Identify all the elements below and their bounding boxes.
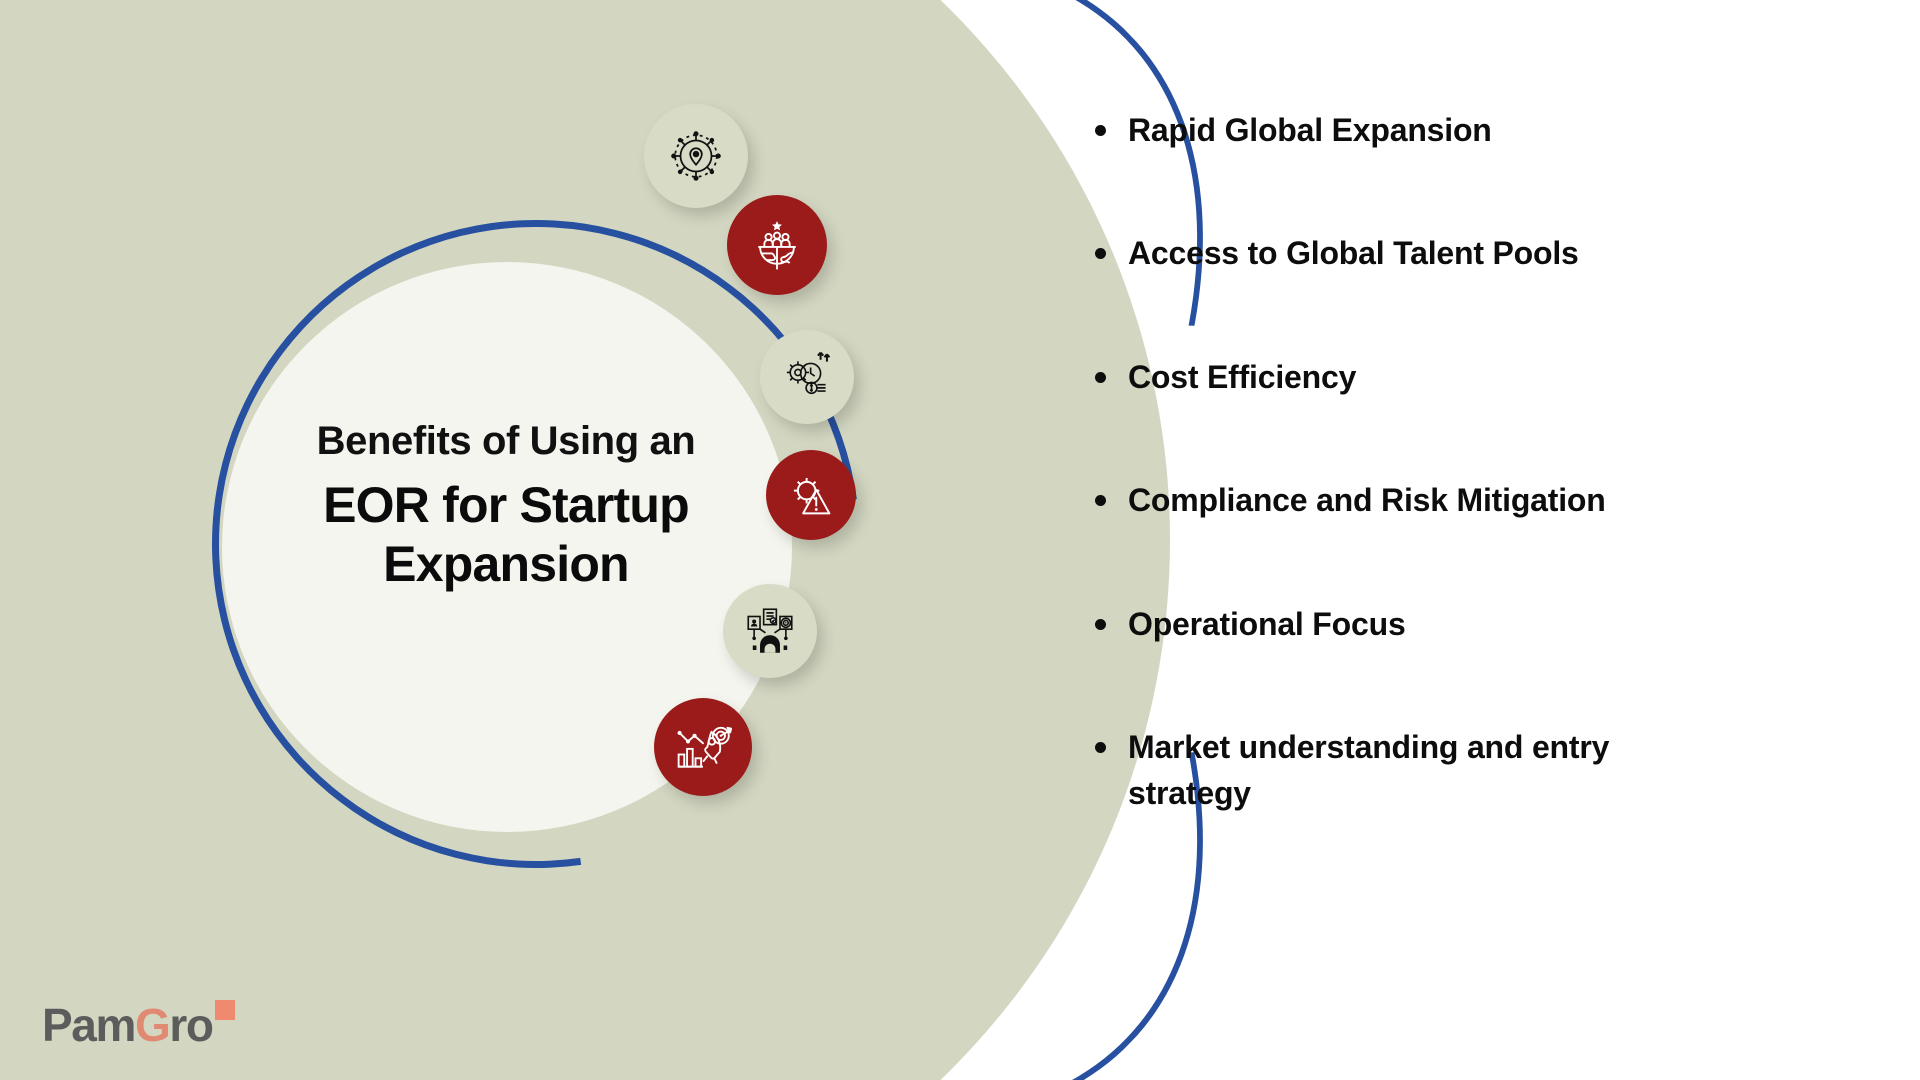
logo-text-accent-g: G [134, 999, 171, 1051]
logo-square-mark [214, 1000, 235, 1020]
benefit-node-3-cost-efficiency[interactable] [760, 330, 854, 424]
benefit-label-6: Market understanding and entry strategy [1128, 729, 1610, 811]
bullet-dot-icon [1095, 742, 1106, 754]
workflow-gear-icon [741, 602, 799, 660]
bullet-dot-icon [1095, 125, 1106, 136]
gear-warning-triangle-icon [783, 467, 839, 523]
logo-text-part3: ro [169, 999, 214, 1051]
benefit-label-3: Cost Efficiency [1128, 358, 1357, 395]
benefit-node-1-rapid-global-expansion[interactable] [644, 104, 748, 208]
title-line-2: EOR for Startup Expansion [323, 477, 690, 592]
bullet-dot-icon [1095, 248, 1106, 260]
list-item[interactable]: Cost Efficiency [1095, 355, 1855, 400]
benefit-node-2-access-to-global-talent-pools[interactable] [727, 195, 827, 295]
logo-text-part1: Pam [42, 999, 136, 1051]
benefit-label-1: Rapid Global Expansion [1128, 112, 1492, 148]
benefit-label-5: Operational Focus [1128, 605, 1406, 642]
global-network-location-icon [665, 125, 727, 187]
global-talent-people-icon [747, 215, 807, 275]
benefit-label-2: Access to Global Talent Pools [1128, 235, 1579, 272]
list-item[interactable]: Operational Focus [1095, 602, 1855, 647]
list-item[interactable]: Rapid Global Expansion [1095, 108, 1855, 153]
logo-wordmark: PamGro [42, 999, 214, 1051]
benefit-node-4-compliance-and-risk-mitigation[interactable] [766, 450, 856, 540]
bullet-dot-icon [1095, 618, 1106, 630]
list-item[interactable]: Access to Global Talent Pools [1095, 231, 1855, 276]
page-title: Benefits of Using an EOR for Startup Exp… [246, 418, 766, 594]
bullet-dot-icon [1095, 371, 1106, 383]
benefit-node-5-operational-focus[interactable] [723, 584, 817, 678]
list-item[interactable]: Market understanding and entry strategy [1095, 725, 1735, 816]
benefit-label-4: Compliance and Risk Mitigation [1128, 482, 1606, 519]
rocket-target-chart-icon [673, 717, 733, 777]
bullet-dot-icon [1095, 495, 1106, 507]
benefits-list: Rapid Global Expansion Access to Global … [1095, 108, 1855, 816]
list-item[interactable]: Compliance and Risk Mitigation [1095, 478, 1855, 523]
benefit-node-6-market-understanding-and-entry-strategy[interactable] [654, 698, 752, 796]
gear-clock-money-icon [778, 348, 836, 406]
title-line-1: Benefits of Using an [316, 419, 696, 463]
pamgro-logo[interactable]: PamGro [42, 999, 235, 1051]
